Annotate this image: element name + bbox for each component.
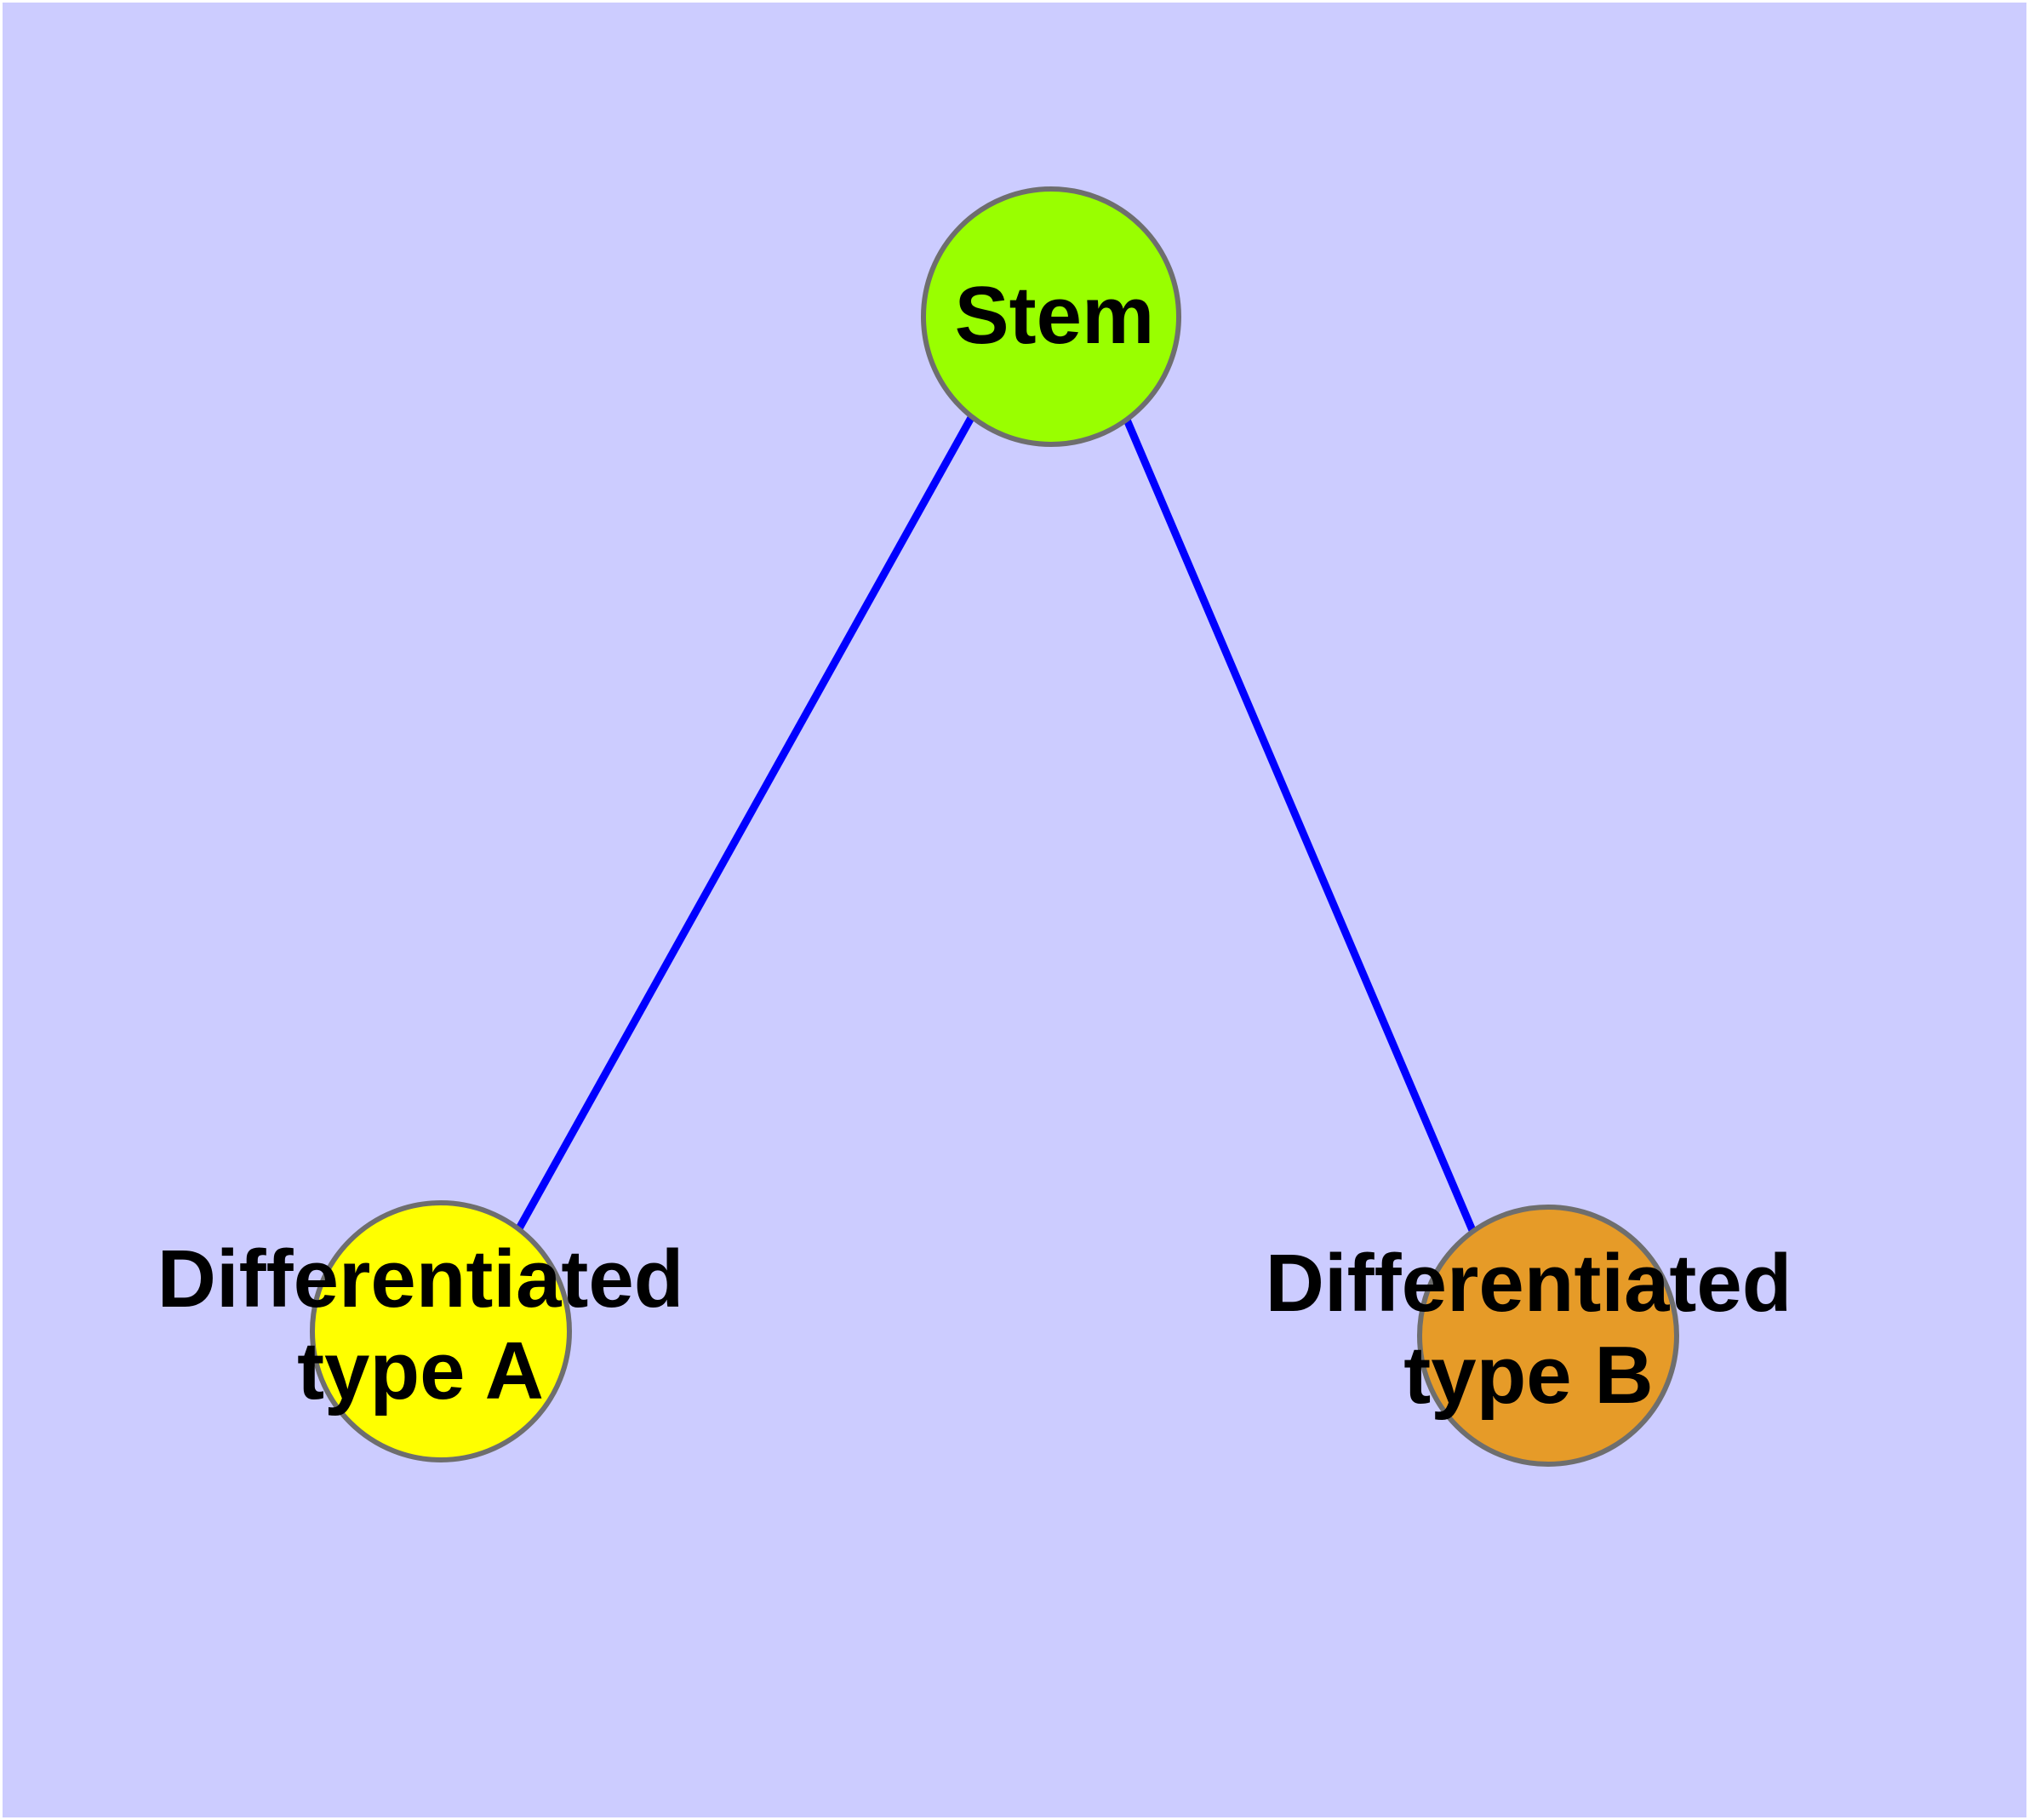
node-differentiated-type-b[interactable] (1417, 1205, 1679, 1467)
node-differentiated-type-a[interactable] (310, 1200, 572, 1462)
edge-stem-to-diff-b[interactable] (1120, 412, 1478, 1236)
edge-layer (516, 412, 1478, 1236)
edge-stem-to-diff-a[interactable] (516, 414, 975, 1231)
node-label-stem: Stem (955, 270, 1155, 361)
node-stem[interactable] (921, 186, 1181, 447)
node-layer (310, 186, 1679, 1467)
